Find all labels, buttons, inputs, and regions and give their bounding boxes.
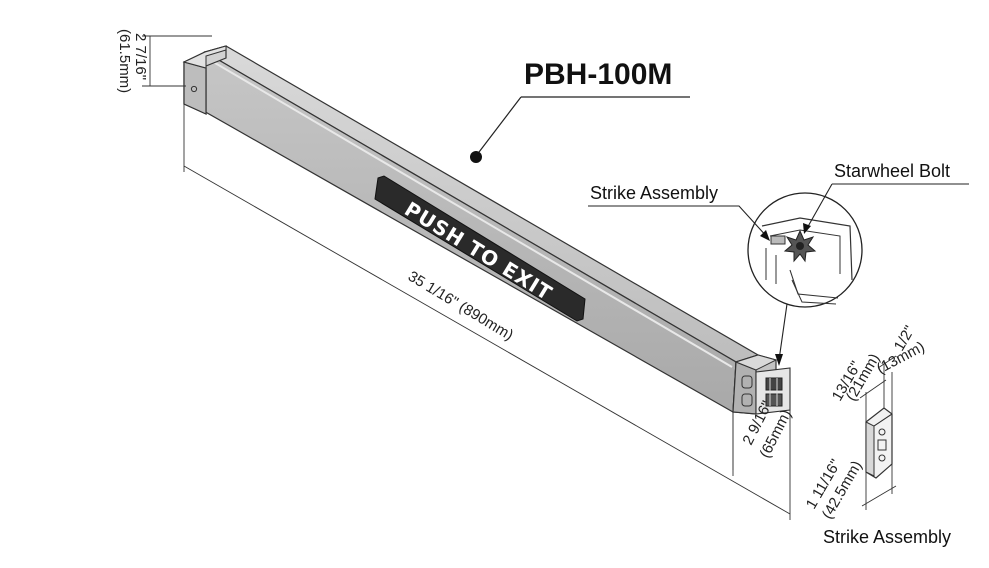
leader-dot-icon xyxy=(470,151,482,163)
model-title: PBH-100M xyxy=(524,58,672,91)
strike-dimensions xyxy=(859,355,897,510)
left-end-cap xyxy=(182,45,227,115)
starwheel-bolt-icon xyxy=(783,229,817,263)
strike-assembly-callout: Strike Assembly xyxy=(588,183,770,241)
height-dimension-in: 2 7/16" xyxy=(132,33,149,80)
model-callout: PBH-100M xyxy=(470,58,690,163)
strike-assembly-detail-label: Strike Assembly xyxy=(823,527,951,547)
screw-hole-icon xyxy=(190,85,198,93)
dimensions xyxy=(142,35,791,520)
starwheel-bolt-label: Starwheel Bolt xyxy=(834,161,950,181)
starwheel-bolt-callout: Starwheel Bolt xyxy=(803,161,969,234)
push-bar: PUSH TO EXIT xyxy=(182,45,791,415)
detail-view xyxy=(747,192,863,366)
height-dimension-mm: (61.5mm) xyxy=(116,29,133,93)
strike-plate xyxy=(865,407,893,479)
strike-assembly-label: Strike Assembly xyxy=(590,183,718,203)
